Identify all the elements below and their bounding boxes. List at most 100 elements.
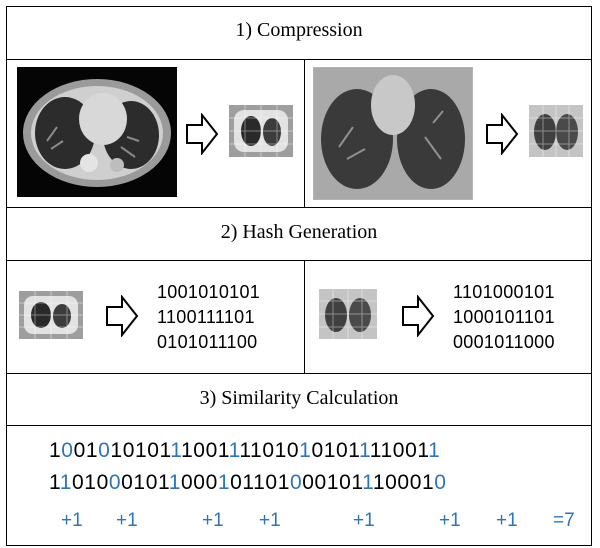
match-increment: +1 xyxy=(61,510,83,531)
bit: 1 xyxy=(239,439,251,462)
bit: 1 xyxy=(372,471,386,494)
divider xyxy=(7,260,591,261)
bit: 0 xyxy=(205,471,218,494)
ct-scan-image xyxy=(17,67,177,197)
bit: 1 xyxy=(326,471,340,494)
hash-code-left: 1001010101 1100111101 0101011100 xyxy=(157,280,260,355)
bit: 0 xyxy=(405,439,418,462)
bit: 1 xyxy=(348,439,360,462)
bit: 1 xyxy=(242,471,254,494)
match-increment: +1 xyxy=(496,510,518,531)
compressed-image xyxy=(319,289,377,339)
matched-bit: 1 xyxy=(359,439,370,462)
compressed-image xyxy=(229,105,293,157)
bit: 1 xyxy=(110,439,123,462)
bit: 1 xyxy=(277,471,290,494)
match-increment: +1 xyxy=(116,510,138,531)
bit: 0 xyxy=(339,471,352,494)
matched-bit: 0 xyxy=(434,471,447,494)
bit: 1 xyxy=(380,439,393,462)
matched-bit: 0 xyxy=(108,471,122,494)
compressed-image xyxy=(529,105,583,157)
hash-line: 1100111101 xyxy=(157,307,255,327)
bit: 0 xyxy=(205,439,218,462)
bit: 0 xyxy=(122,439,135,462)
section-title-hash: 2) Hash Generation xyxy=(220,221,378,243)
bit: 1 xyxy=(217,439,229,462)
matched-bit: 0 xyxy=(61,439,74,462)
hash-line: 0001011000 xyxy=(453,332,555,352)
bit: 1 xyxy=(157,471,169,494)
bit: 1 xyxy=(417,439,429,462)
bit: 0 xyxy=(311,439,324,462)
bit: 0 xyxy=(265,471,278,494)
matched-bit: 1 xyxy=(170,439,181,462)
bit: 1 xyxy=(133,471,146,494)
bit: 1 xyxy=(84,471,97,494)
bit: 0 xyxy=(336,439,349,462)
bit: 0 xyxy=(121,471,134,494)
similarity-total: =7 xyxy=(553,510,575,531)
bit: 0 xyxy=(72,471,85,494)
matched-bit: 1 xyxy=(228,439,240,462)
section-title-compression: 1) Compression xyxy=(235,19,363,41)
match-increment: +1 xyxy=(353,510,375,531)
bit: 0 xyxy=(262,439,275,462)
bit: 1 xyxy=(181,439,194,462)
bit: 1 xyxy=(274,439,287,462)
bit: 0 xyxy=(193,471,206,494)
right-arrow-icon xyxy=(186,113,219,155)
bit: 1 xyxy=(369,439,381,462)
bit: 1 xyxy=(323,439,337,462)
hash-line: 1000101101 xyxy=(453,307,555,327)
bit: 0 xyxy=(147,439,160,462)
hash-line: 1001010101 xyxy=(157,282,261,302)
bit: 1 xyxy=(134,439,148,462)
bit: 1 xyxy=(421,471,435,494)
bit: 0 xyxy=(96,471,109,494)
match-increment: +1 xyxy=(439,510,461,531)
matched-bit: 1 xyxy=(299,439,312,462)
matched-bit: 1 xyxy=(428,439,441,462)
divider xyxy=(7,425,591,426)
match-increment: +1 xyxy=(202,510,224,531)
compressed-image xyxy=(19,291,83,339)
bit: 0 xyxy=(193,439,206,462)
matched-bit: 1 xyxy=(168,471,181,494)
bit: 0 xyxy=(181,471,194,494)
bit: 1 xyxy=(159,439,171,462)
bit: 0 xyxy=(397,471,410,494)
divider xyxy=(7,59,591,60)
bit: 0 xyxy=(145,471,158,494)
bit: 0 xyxy=(314,471,327,494)
hash-line: 0101011100 xyxy=(157,332,258,352)
hash-sequence-b: 110100010110001011010001011100010 xyxy=(49,471,447,495)
right-arrow-icon xyxy=(106,295,139,337)
bit: 1 xyxy=(351,471,363,494)
bit: 0 xyxy=(385,471,398,494)
match-increment: +1 xyxy=(259,510,281,531)
bit: 0 xyxy=(73,439,86,462)
right-arrow-icon xyxy=(402,295,435,337)
bit: 1 xyxy=(250,439,263,462)
hash-code-right: 1101000101 1000101101 0001011000 xyxy=(453,280,555,355)
bit: 0 xyxy=(302,471,315,494)
matched-bit: 1 xyxy=(217,471,231,494)
matched-bit: 1 xyxy=(59,471,73,494)
bit: 1 xyxy=(49,439,62,462)
bit: 0 xyxy=(392,439,406,462)
bit: 0 xyxy=(286,439,300,462)
divider xyxy=(304,59,305,207)
hash-sequence-a: 100101010111001111010101011110011 xyxy=(49,439,440,463)
bit: 0 xyxy=(409,471,422,494)
divider xyxy=(7,373,591,374)
bit: 1 xyxy=(49,471,60,494)
diagram-frame: 1) Compression 2) Hash Generation 3) Sim… xyxy=(6,6,592,546)
section-title-similarity: 3) Similarity Calculation xyxy=(199,387,399,409)
matched-bit: 0 xyxy=(289,471,303,494)
bit: 0 xyxy=(230,471,243,494)
bit: 1 xyxy=(253,471,266,494)
divider xyxy=(7,207,591,208)
bit: 1 xyxy=(85,439,99,462)
hash-line: 1101000101 xyxy=(453,282,555,302)
